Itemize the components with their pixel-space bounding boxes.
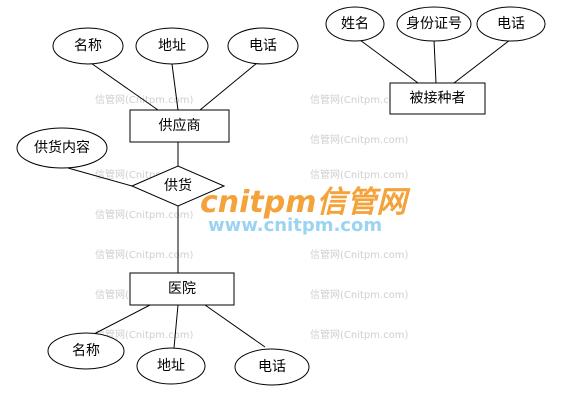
watermark-small: 信管网(Cnitpm.com)	[310, 168, 409, 181]
connector-line	[204, 304, 266, 348]
connector-line	[171, 63, 179, 111]
entity-box	[129, 272, 235, 306]
attribute-ellipse	[227, 27, 299, 65]
attribute-hospital-name: 名称	[47, 332, 125, 370]
entity-label: 供应商	[159, 117, 201, 134]
watermark-small: 信管网(Cnitpm.com)	[95, 93, 194, 106]
attribute-label: 供货内容	[34, 139, 90, 156]
watermark-brand: cnitpm信管网	[200, 185, 410, 220]
attribute-inoculee-id: 身份证号	[396, 6, 472, 42]
connector-line	[433, 39, 437, 84]
attribute-label: 身份证号	[406, 16, 462, 32]
attribute-label: 电话	[497, 16, 525, 32]
entity-box	[389, 82, 486, 115]
attribute-ellipse	[16, 127, 108, 169]
attribute-hospital-address: 地址	[136, 347, 206, 385]
relationship-supply: 供货	[130, 165, 226, 207]
watermark-small: 信管网(Cnitpm.com)	[310, 288, 409, 301]
connector-line	[173, 304, 179, 349]
connector-line	[199, 62, 258, 111]
watermark-small: 信管网(Cnitpm.com)	[95, 248, 194, 261]
watermark-small: 信管网(Cnitpm.com)	[310, 133, 409, 146]
attribute-ellipse	[136, 347, 206, 385]
connector-line	[67, 167, 133, 187]
entity-hospital: 医院	[129, 272, 235, 306]
watermark-small: 信管网(Cnitpm.com)	[310, 248, 409, 261]
entity-label: 被接种者	[410, 90, 466, 107]
attribute-ellipse	[234, 348, 310, 386]
attribute-ellipse	[476, 6, 546, 42]
relationship-label: 供货	[164, 177, 192, 194]
attribute-inoculee-name: 姓名	[325, 6, 385, 42]
attribute-ellipse	[135, 27, 209, 65]
watermark-small: 信管网(Cnitpm.com)	[310, 93, 409, 106]
connector-line	[359, 39, 419, 84]
attribute-ellipse	[47, 332, 125, 370]
attribute-ellipse	[396, 6, 472, 42]
watermark-url: www.cnitpm.com	[208, 215, 382, 236]
attribute-hospital-phone: 电话	[234, 348, 310, 386]
entity-inoculee: 被接种者	[389, 82, 486, 115]
attribute-supply-content: 供货内容	[16, 127, 108, 169]
attribute-label: 地址	[158, 38, 186, 54]
watermark-small: 信管网(Cnitpm.com)	[95, 208, 194, 221]
entity-label: 医院	[168, 281, 196, 297]
relationship-diamond	[130, 165, 226, 207]
attribute-label: 名称	[74, 38, 102, 54]
attribute-supplier-phone: 电话	[227, 27, 299, 65]
attribute-label: 电话	[258, 359, 286, 375]
entity-box	[129, 109, 230, 143]
connector-line	[87, 60, 159, 111]
watermark-small: 信管网(Cnitpm.com)	[95, 328, 194, 341]
attribute-inoculee-phone: 电话	[476, 6, 546, 42]
connector-line	[453, 39, 511, 84]
attribute-label: 电话	[249, 38, 277, 54]
watermark-small: 信管网(Cnitpm.com)	[310, 328, 409, 341]
attribute-ellipse	[325, 6, 385, 42]
attribute-supplier-address: 地址	[135, 27, 209, 65]
attribute-supplier-name: 名称	[52, 27, 124, 65]
connector-line	[91, 304, 151, 336]
attribute-ellipse	[52, 27, 124, 65]
attribute-label: 名称	[72, 343, 100, 359]
connector-lines	[67, 39, 511, 349]
attribute-label: 地址	[157, 358, 185, 374]
attribute-label: 姓名	[341, 16, 369, 32]
entity-supplier: 供应商	[129, 109, 230, 143]
